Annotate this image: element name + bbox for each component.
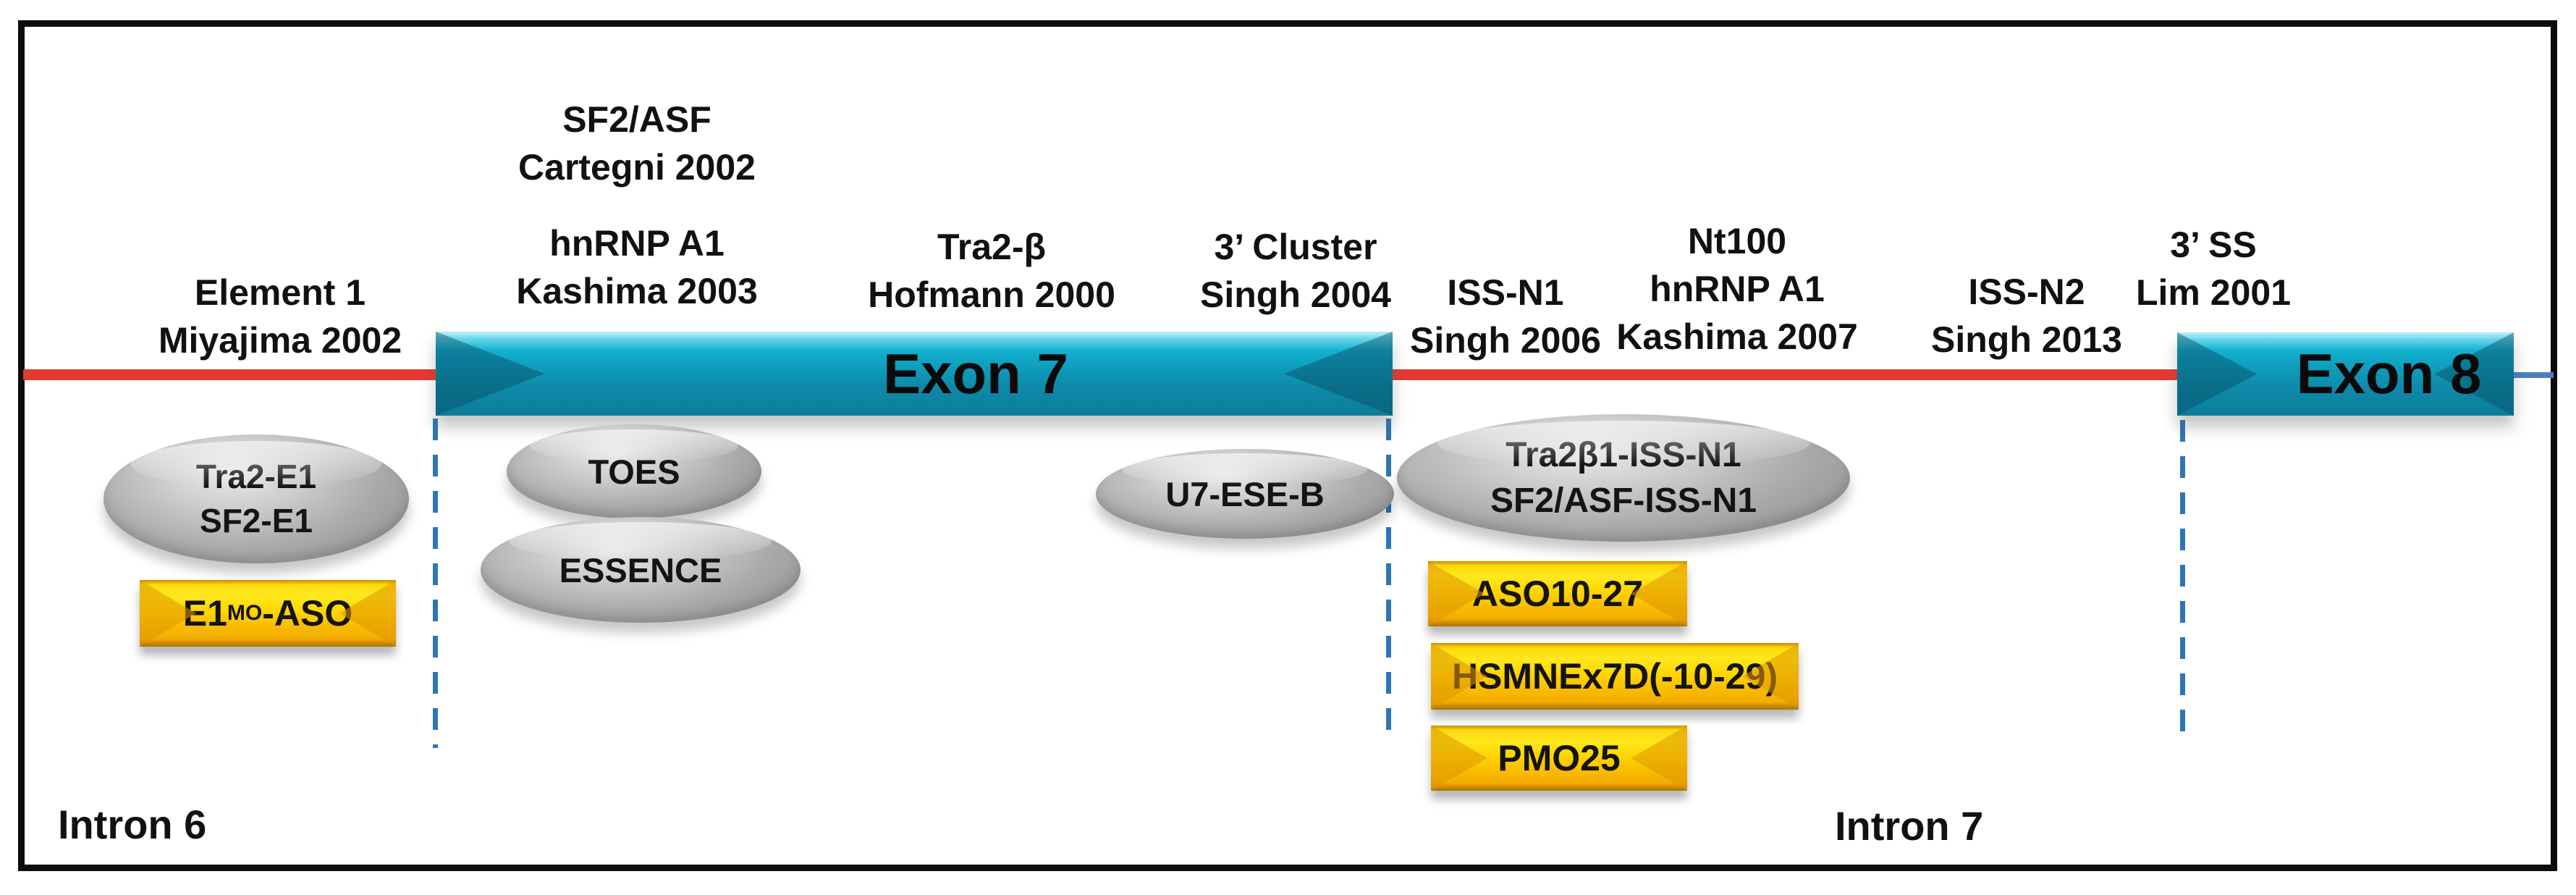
intron7-line — [1391, 369, 2180, 380]
aso-hsmnex7d-label: HSMNEx7D(-10-29) — [1451, 656, 1778, 697]
annotation-3cluster: 3’ Cluster Singh 2004 — [1200, 223, 1391, 319]
diagram-frame — [18, 20, 2557, 871]
ellipse-tra2b1-issn1: Tra2β1-ISS-N1 SF2/ASF-ISS-N1 — [1397, 414, 1850, 542]
annotation-element1-line1: Element 1 — [194, 272, 366, 313]
annotation-issn1-line2: Singh 2006 — [1410, 320, 1601, 361]
aso-left-bevel — [1428, 561, 1485, 626]
annotation-3ss: 3’ SS Lim 2001 — [2136, 221, 2291, 316]
annotation-issn2-line1: ISS-N2 — [1968, 272, 2085, 312]
ellipse-u7eseb: U7-ESE-B — [1096, 449, 1394, 539]
exon8-start-dashed-line — [2180, 420, 2185, 733]
exon7-bar: Exon 7 — [436, 332, 1393, 416]
ellipse-tra2b1-line2: SF2/ASF-ISS-N1 — [1490, 482, 1757, 520]
aso-box-pmo25: PMO25 — [1431, 726, 1687, 791]
exon8-label: Exon 8 — [2296, 342, 2482, 406]
annotation-tra2b: Tra2-β Hofmann 2000 — [868, 223, 1115, 319]
aso-right-bevel — [1631, 726, 1687, 791]
aso-pmo25-label: PMO25 — [1498, 738, 1621, 778]
ellipse-tra2e1-sf2e1: Tra2-E1 SF2-E1 — [104, 434, 409, 563]
annotation-sf2asf-line2: Cartegni 2002 — [518, 147, 756, 188]
ellipse-tra2b1-line1: Tra2β1-ISS-N1 — [1506, 436, 1741, 474]
annotation-3cluster-line2: Singh 2004 — [1200, 274, 1391, 315]
aso-left-bevel — [140, 580, 196, 647]
annotation-element1: Element 1 Miyajima 2002 — [159, 269, 402, 364]
annotation-3ss-line2: Lim 2001 — [2135, 272, 2292, 313]
intron6-line — [23, 369, 437, 380]
annotation-sf2asf: SF2/ASF Cartegni 2002 — [518, 96, 756, 191]
annotation-hnrnpa1: hnRNP A1 Kashima 2003 — [516, 219, 758, 315]
annotation-hnrnpa1-line1: hnRNP A1 — [549, 223, 725, 264]
annotation-3ss-line1: 3’ SS — [2170, 224, 2257, 265]
annotation-3cluster-line1: 3’ Cluster — [1214, 227, 1377, 267]
annotation-hnrnpa1-line2: Kashima 2003 — [516, 271, 758, 311]
aso-box-aso10-27: ASO10-27 — [1428, 561, 1687, 626]
ellipse-tra2e1-line2: SF2-E1 — [200, 502, 313, 539]
annotation-nt100-line3: Kashima 2007 — [1616, 316, 1858, 357]
annotation-nt100-line1: Nt100 — [1687, 221, 1787, 261]
annotation-nt100: Nt100 hnRNP A1 Kashima 2007 — [1616, 217, 1858, 361]
aso-aso10-27-label: ASO10-27 — [1471, 573, 1644, 614]
exon8-bar: Exon 8 — [2177, 332, 2514, 416]
annotation-sf2asf-line1: SF2/ASF — [562, 99, 711, 140]
annotation-element1-line2: Miyajima 2002 — [158, 320, 402, 361]
exon7-gloss — [436, 332, 1393, 350]
aso-box-hsmnex7d: HSMNEx7D(-10-29) — [1431, 643, 1799, 710]
annotation-issn2: ISS-N2 Singh 2013 — [1931, 268, 2122, 364]
exon8-gloss — [2177, 332, 2514, 351]
ellipse-essence: ESSENCE — [481, 517, 801, 623]
annotation-tra2b-line2: Hofmann 2000 — [868, 274, 1115, 315]
aso-right-bevel — [339, 580, 396, 647]
downstream-line — [2510, 372, 2554, 378]
annotation-nt100-line2: hnRNP A1 — [1650, 269, 1825, 309]
exon7-start-dashed-line — [433, 419, 438, 748]
aso-e1mo-tail: -ASO — [262, 593, 353, 634]
aso-left-bevel — [1431, 726, 1487, 791]
exon7-label: Exon 7 — [883, 341, 1068, 406]
ellipse-tra2e1-line1: Tra2-E1 — [195, 458, 317, 495]
aso-right-bevel — [1742, 643, 1799, 710]
aso-right-bevel — [1631, 561, 1687, 626]
aso-left-bevel — [1431, 643, 1487, 710]
ellipse-toes-label: TOES — [588, 452, 680, 491]
ellipse-u7eseb-label: U7-ESE-B — [1165, 474, 1325, 513]
annotation-issn2-line2: Singh 2013 — [1931, 319, 2122, 360]
intron6-label: Intron 6 — [58, 802, 207, 847]
exon7-end-dashed-line — [1386, 419, 1391, 744]
annotation-tra2b-line1: Tra2-β — [937, 227, 1047, 267]
intron7-label: Intron 7 — [1835, 803, 1984, 849]
ellipse-essence-label: ESSENCE — [559, 550, 722, 589]
ellipse-toes: TOES — [507, 424, 761, 518]
annotation-issn1-line1: ISS-N1 — [1447, 272, 1564, 313]
annotation-issn1: ISS-N1 Singh 2006 — [1410, 269, 1601, 364]
